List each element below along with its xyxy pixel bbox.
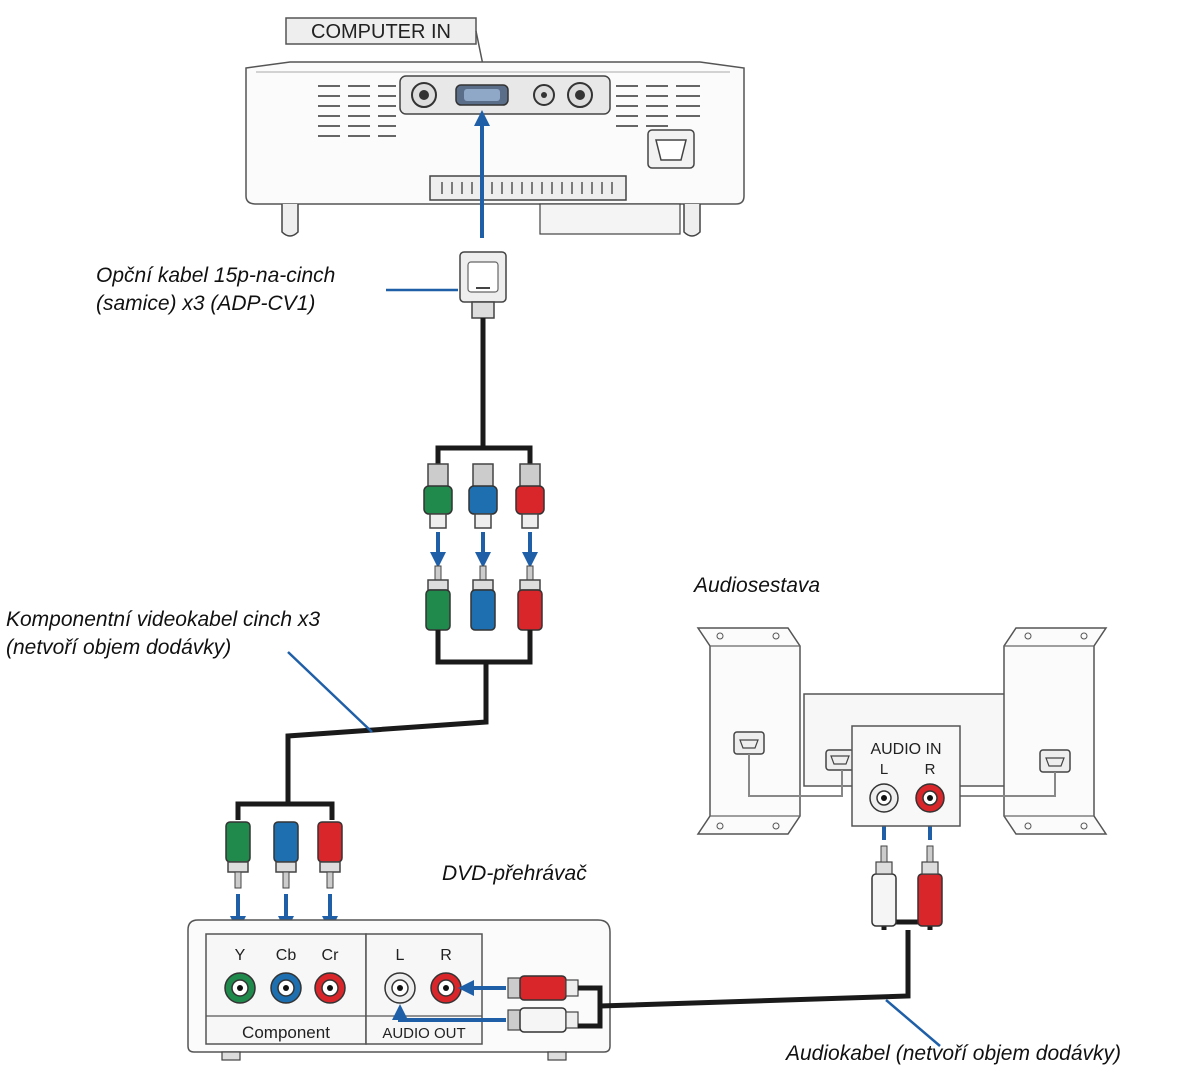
component-cable-label: Komponentní videokabel cinch x3 (netvoří… [6,606,320,662]
audio-in-label: AUDIO IN [870,741,941,758]
audio-cable-label: Audiokabel (netvoří objem dodávky) [786,1042,1122,1065]
dvd-player: Y Cb Cr Component L R AUDIO OUT [187,919,611,1061]
dvd-audio-l-label: L [396,947,405,964]
component-plug-bottom-blue [273,821,299,889]
audio-in-r-jack [915,783,945,813]
adapter-15pin-connector [459,251,507,319]
audio-in-l-label: L [880,761,888,778]
right-vent-grille [616,85,700,127]
projector-body [245,61,745,205]
component-cable-upper-branch [435,630,533,665]
component-plug-top-green [425,565,451,631]
computer-in-label-box [285,17,477,45]
component-plug-top-blue [470,565,496,631]
audio-system: AUDIO IN L R [696,627,1108,835]
component-cable-label-line1: Komponentní videokabel cinch x3 [6,608,321,631]
speaker-audio-plug-white [871,845,897,927]
adapter-cable-label-line2: (samice) x3 (ADP-CV1) [96,292,316,315]
dvd-audio-l-arrow [392,1004,506,1022]
dvd-cb-label: Cb [276,947,297,964]
speaker-left [696,627,801,835]
speaker-audio-plug-red [917,845,943,927]
adapter-cable-label: Opční kabel 15p-na-cinch (samice) x3 (AD… [96,262,335,318]
projector: COMPUTER IN [245,17,745,237]
dvd-cb-jack [270,972,302,1004]
component-cable-lower-branch [235,801,335,820]
dvd-audio-r-jack [430,972,462,1004]
component-plug-bottom-green [225,821,251,889]
dvd-y-jack [224,972,256,1004]
projector-foot-left [281,204,299,237]
left-vent-grille [318,85,396,137]
dvd-audio-l-jack [384,972,416,1004]
audio-in-l-jack [869,783,899,813]
dvd-player-title: DVD-přehrávač [442,862,587,885]
audio-cable [599,930,911,1009]
adapter-cable-label-line1: Opční kabel 15p-na-cinch [96,264,336,287]
dvd-audio-out-label: AUDIO OUT [382,1025,465,1042]
component-cable-pointer [287,651,373,733]
audio-in-r-label: R [925,761,936,778]
dvd-cr-label: Cr [322,947,340,964]
dvd-audio-plug-red [507,975,579,1001]
component-plug-bottom-red [317,821,343,889]
adapter-rca-green [423,463,453,529]
dvd-audio-plug-white [507,1007,579,1033]
adapter-rca-red [515,463,545,529]
dvd-cr-jack [314,972,346,1004]
projector-front-vent [429,175,627,201]
audio-in-panel [851,725,961,827]
component-cable-label-line2: (netvoří objem dodávky) [6,636,232,659]
speaker-right [1003,627,1108,835]
computer-in-label: COMPUTER IN [311,21,451,43]
dvd-y-label: Y [235,947,246,964]
audio-cable-pointer [885,999,941,1047]
component-plug-top-red [517,565,543,631]
audio-system-title: Audiosestava [694,574,821,597]
projector-foot-right [683,204,701,237]
dvd-component-label: Component [242,1023,330,1042]
component-cable [285,662,489,802]
adapter-rca-blue [468,463,498,529]
dvd-audio-r-label: R [440,947,452,964]
